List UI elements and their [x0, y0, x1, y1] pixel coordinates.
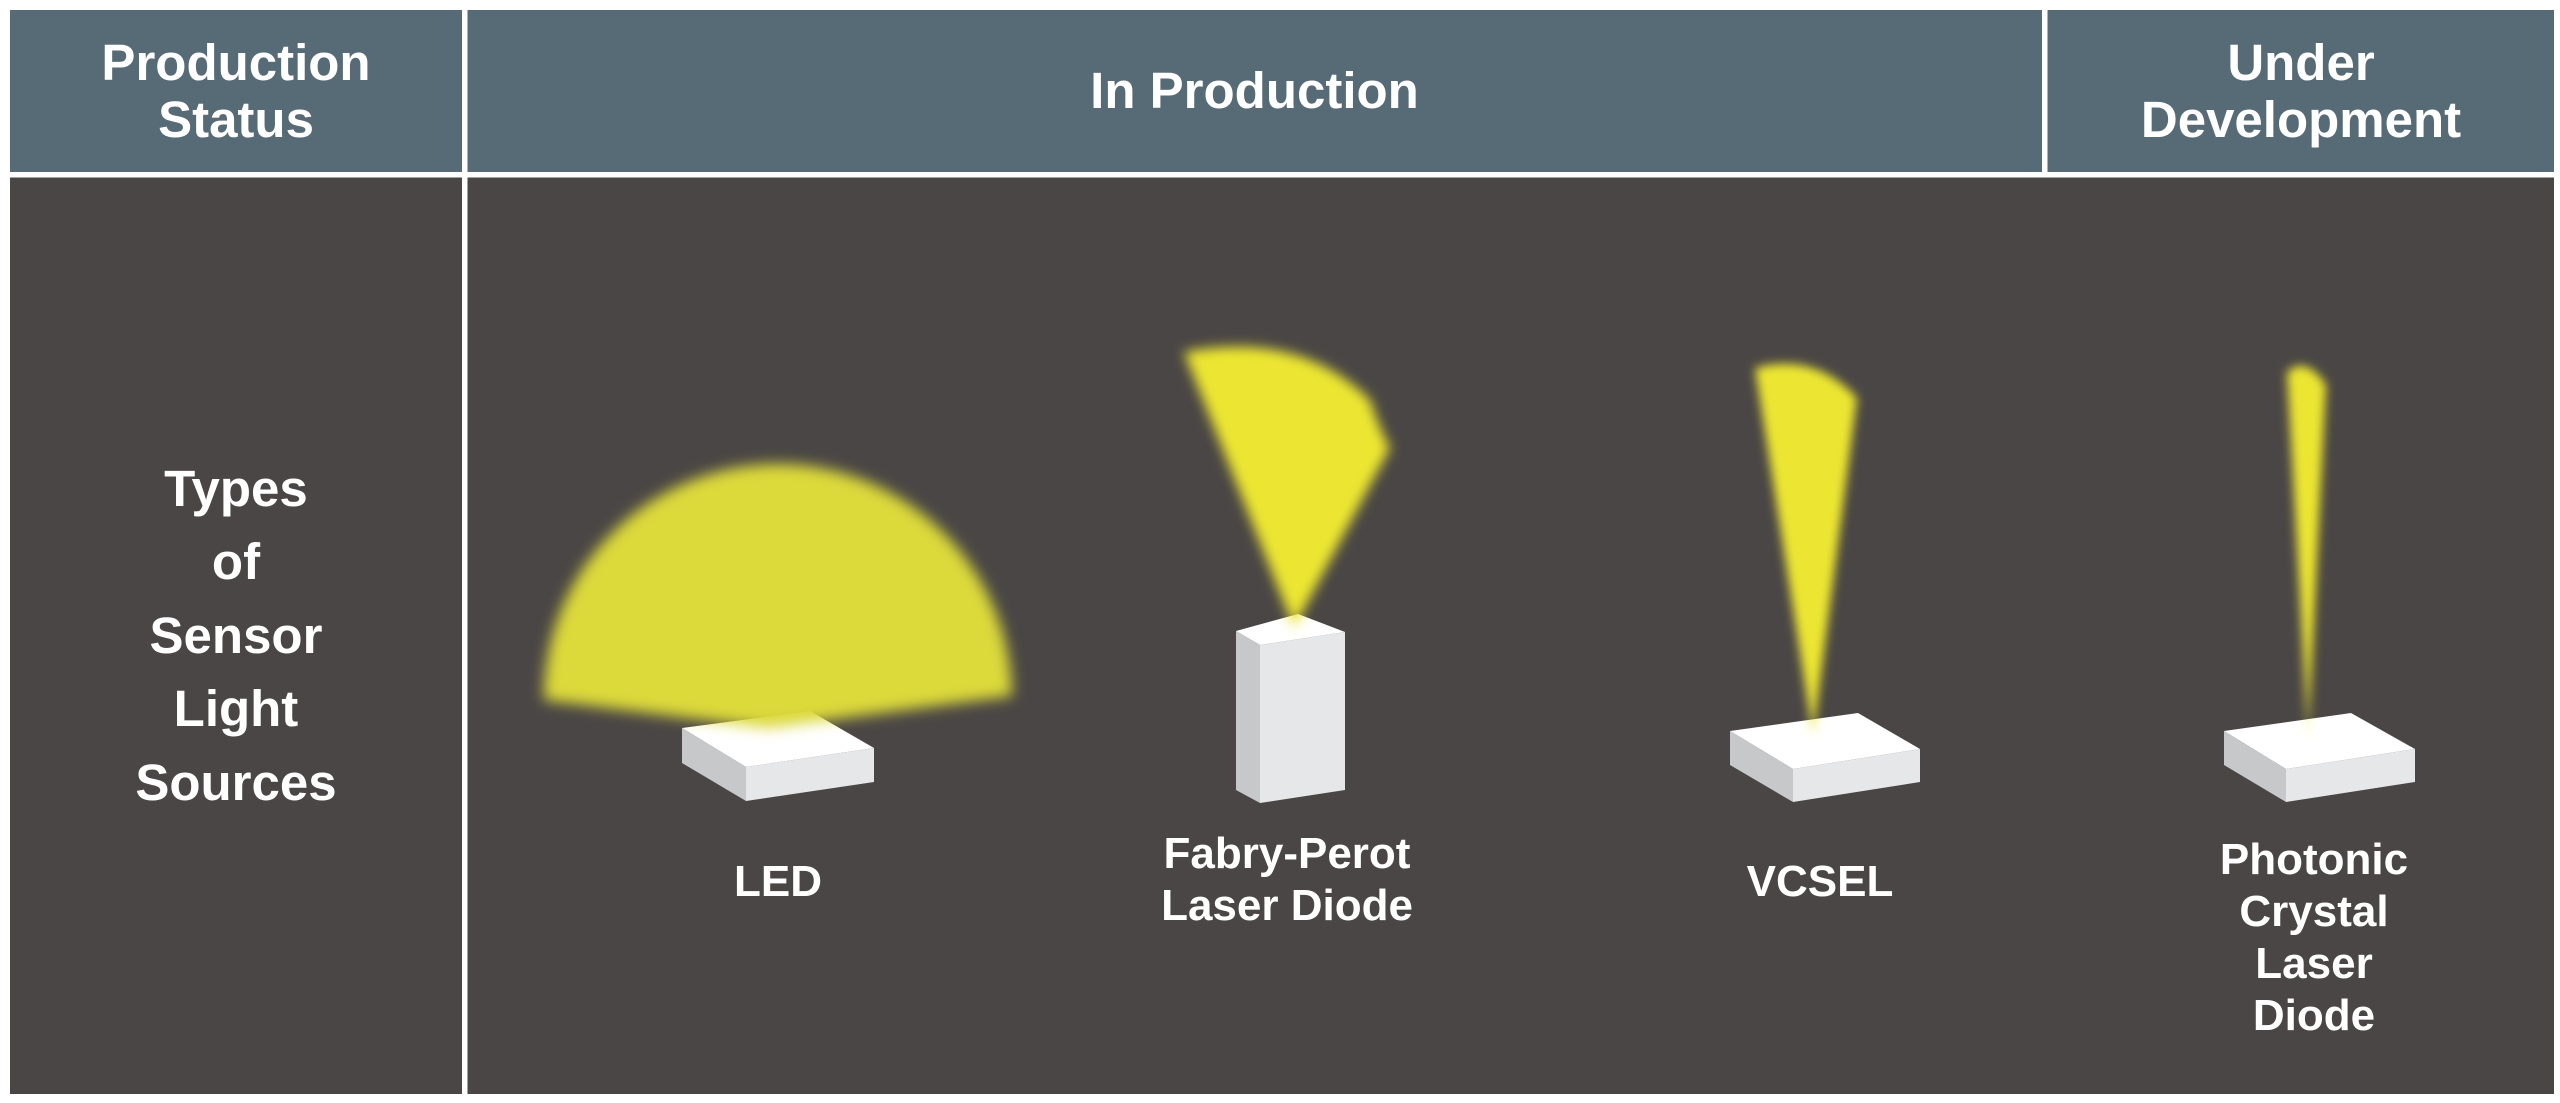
- fabry-perot-label: Fabry-Perot Laser Diode: [1161, 829, 1413, 930]
- led-beam-shape: [543, 463, 1012, 728]
- fabry-perot-chip-icon: [1236, 614, 1345, 803]
- led-label: LED: [734, 857, 822, 906]
- vcsel-beam-shape: [1755, 363, 1857, 735]
- row-label-text: Types of Sensor Light Sources: [135, 459, 337, 811]
- fabry-perot-illustration: [1184, 346, 1390, 803]
- pcsel-chip-icon: [2224, 713, 2415, 802]
- pcsel-illustration: [2224, 365, 2415, 802]
- header-production-status: Production Status: [10, 10, 462, 172]
- vcsel-illustration: [1730, 363, 1920, 802]
- header-in-production-text: In Production: [1090, 62, 1419, 120]
- row-label-cell: Types of Sensor Light Sources: [10, 177, 462, 1094]
- header-under-development-text: Under Development: [2140, 33, 2462, 148]
- header-in-production: In Production: [467, 10, 2042, 172]
- header-production-status-text: Production Status: [101, 33, 371, 148]
- pcsel-beam-shape: [2287, 365, 2326, 735]
- vcsel-chip-icon: [1730, 713, 1920, 802]
- led-chip-icon: [682, 711, 874, 801]
- pcsel-label: Photonic Crystal Laser Diode: [2219, 835, 2409, 1040]
- led-illustration: [543, 463, 1012, 801]
- header-under-development: Under Development: [2047, 10, 2555, 172]
- vcsel-label: VCSEL: [1746, 857, 1894, 906]
- fabry-perot-beam-shape: [1184, 346, 1390, 628]
